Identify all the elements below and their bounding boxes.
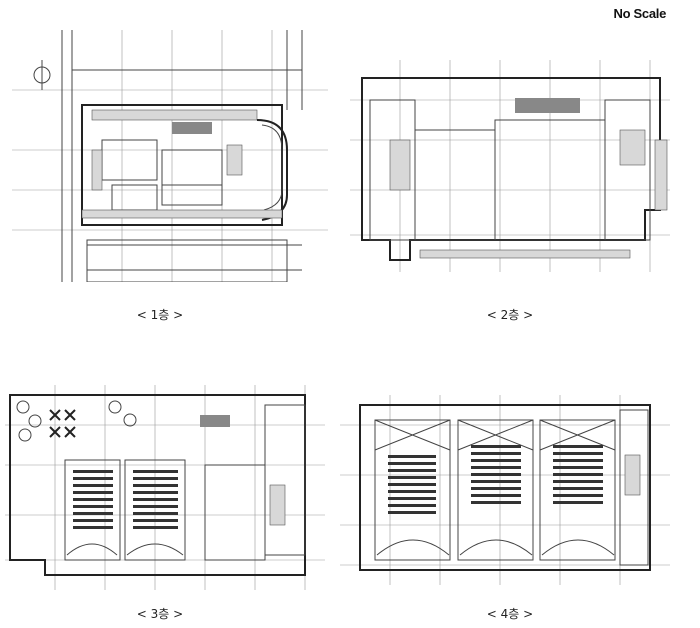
floor-plan-3	[5, 385, 325, 590]
caption-floor-2: < 2층 >	[486, 308, 534, 322]
caption-floor-3: < 3층 >	[136, 607, 184, 621]
caption-floor-1: < 1층 >	[136, 308, 184, 322]
floor-plan-2	[350, 60, 670, 272]
scale-note: No Scale	[613, 6, 666, 21]
floor-plan-1	[12, 30, 328, 282]
caption-floor-4: < 4층 >	[486, 607, 534, 621]
floor-plan-4	[340, 395, 670, 585]
